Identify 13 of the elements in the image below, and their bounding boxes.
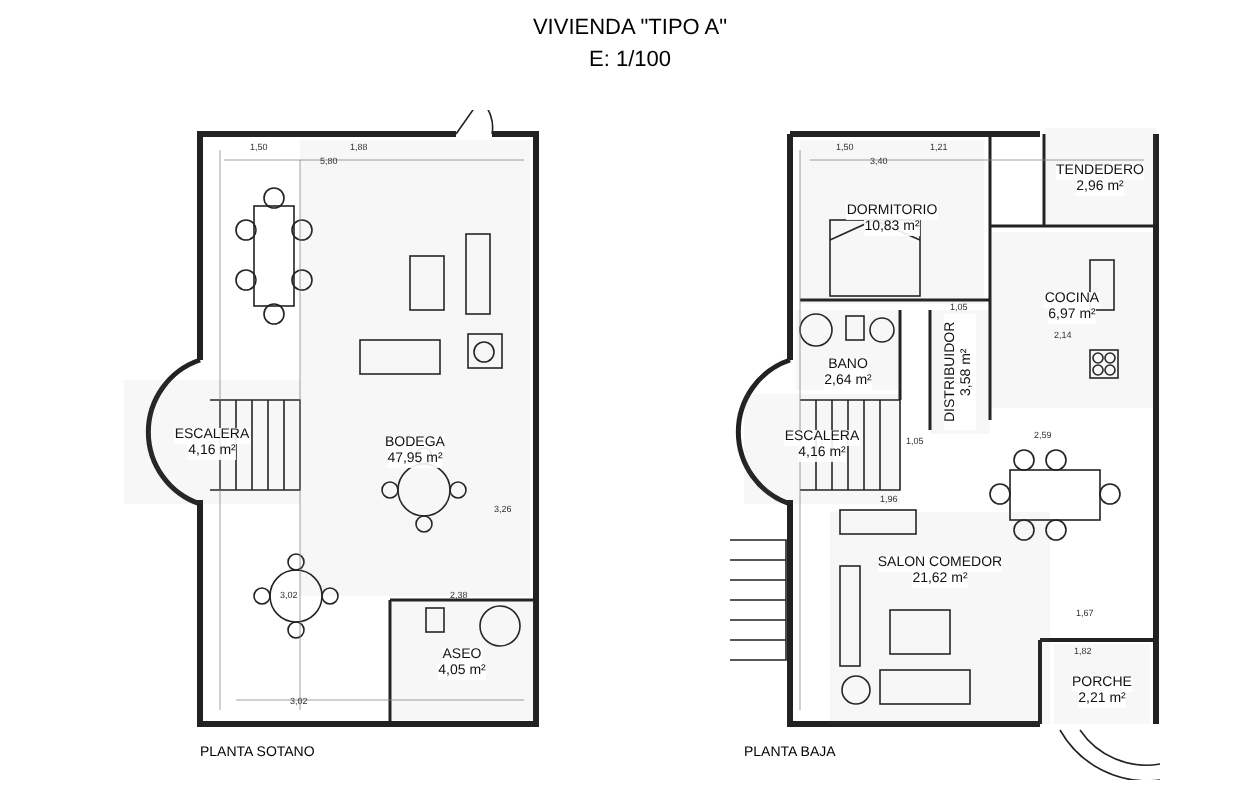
room-floor: [1054, 644, 1150, 724]
room-floor: [990, 232, 1154, 408]
room-floor: [930, 310, 990, 434]
room-floor: [1044, 128, 1156, 224]
room-floor: [796, 310, 900, 390]
room-floor: [744, 394, 900, 504]
diagram-title: VIVIENDA "TIPO A": [530, 16, 730, 40]
room-floor: [124, 380, 300, 504]
room-floor: [300, 140, 530, 596]
room-floor: [800, 140, 984, 304]
room-floor: [390, 600, 534, 720]
room-floor: [830, 512, 1050, 724]
scale-label: E: 1/100: [587, 48, 673, 72]
